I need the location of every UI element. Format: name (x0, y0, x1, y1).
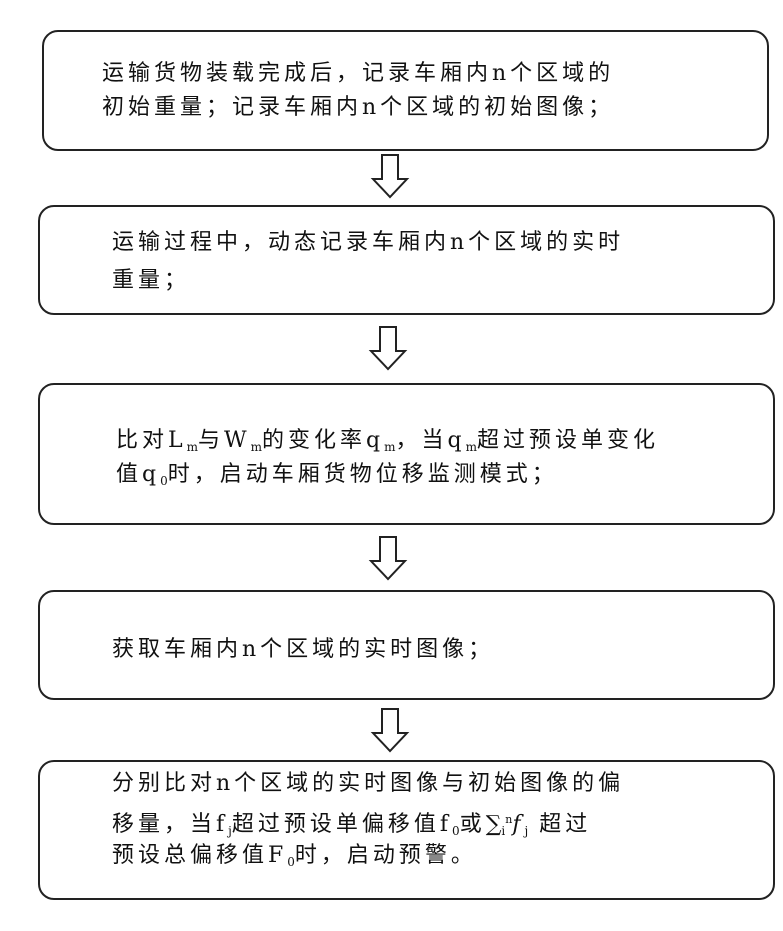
step-3-box: 比对Lm与Wm的变化率qm，当qm超过预设单变化 值q0时，启动车厢货物位移监测… (38, 383, 775, 525)
text: 超过预设单偏移值f (232, 812, 452, 837)
text: 时，启动车厢货物位移监测模式； (168, 462, 558, 487)
text: ，当q (396, 428, 466, 453)
step-2-line-1: 运输过程中，动态记录车厢内n个区域的实时 (112, 229, 624, 257)
down-arrow-icon (368, 325, 408, 371)
text: 或 (460, 812, 486, 837)
step-1-line-2: 初始重量；记录车厢内n个区域的初始图像； (102, 94, 614, 122)
subscript: m (384, 440, 395, 454)
sum-symbol: ∑ (486, 811, 502, 839)
step-2-box: 运输过程中，动态记录车厢内n个区域的实时 重量； (38, 205, 775, 315)
subscript: 0 (452, 824, 460, 838)
text: 超过 (528, 812, 591, 837)
text: 与W (198, 428, 251, 453)
subscript: m (187, 440, 198, 454)
step-4-box: 获取车厢内n个区域的实时图像； (38, 590, 775, 700)
sum-lower: i (501, 824, 505, 838)
step-4-line-1: 获取车厢内n个区域的实时图像； (112, 636, 494, 664)
down-arrow-icon (370, 153, 410, 199)
subscript: 0 (287, 855, 295, 869)
subscript: 0 (160, 474, 168, 488)
step-1-box: 运输货物装载完成后，记录车厢内n个区域的 初始重量；记录车厢内n个区域的初始图像… (42, 30, 769, 151)
f-symbol: f (512, 812, 524, 837)
down-arrow-icon (370, 707, 410, 753)
text: 值q (116, 462, 160, 487)
subscript: m (251, 440, 262, 454)
step-5-box: 分别比对n个区域的实时图像与初始图像的偏 移量，当fj超过预设单偏移值f0或∑i… (38, 760, 775, 900)
step-1-line-1: 运输货物装载完成后，记录车厢内n个区域的 (102, 60, 614, 88)
step-5-line-1: 分别比对n个区域的实时图像与初始图像的偏 (112, 770, 624, 798)
text: 的变化率q (262, 428, 384, 453)
step-5-line-2: 移量，当fj超过预设单偏移值f0或∑infj 超过 (112, 806, 591, 845)
text: 移量，当f (112, 812, 228, 837)
text: 时，启动预警。 (295, 843, 477, 868)
text: 预设总偏移值F (112, 843, 287, 868)
step-5-line-3: 预设总偏移值F0时，启动预警。 (112, 842, 477, 876)
step-2-line-2: 重量； (112, 267, 190, 295)
step-3-line-2: 值q0时，启动车厢货物位移监测模式； (116, 461, 558, 495)
text: 比对L (116, 428, 187, 453)
text: 超过预设单变化 (477, 428, 659, 453)
subscript: m (466, 440, 477, 454)
step-3-line-1: 比对Lm与Wm的变化率qm，当qm超过预设单变化 (116, 427, 659, 461)
down-arrow-icon (368, 535, 408, 581)
